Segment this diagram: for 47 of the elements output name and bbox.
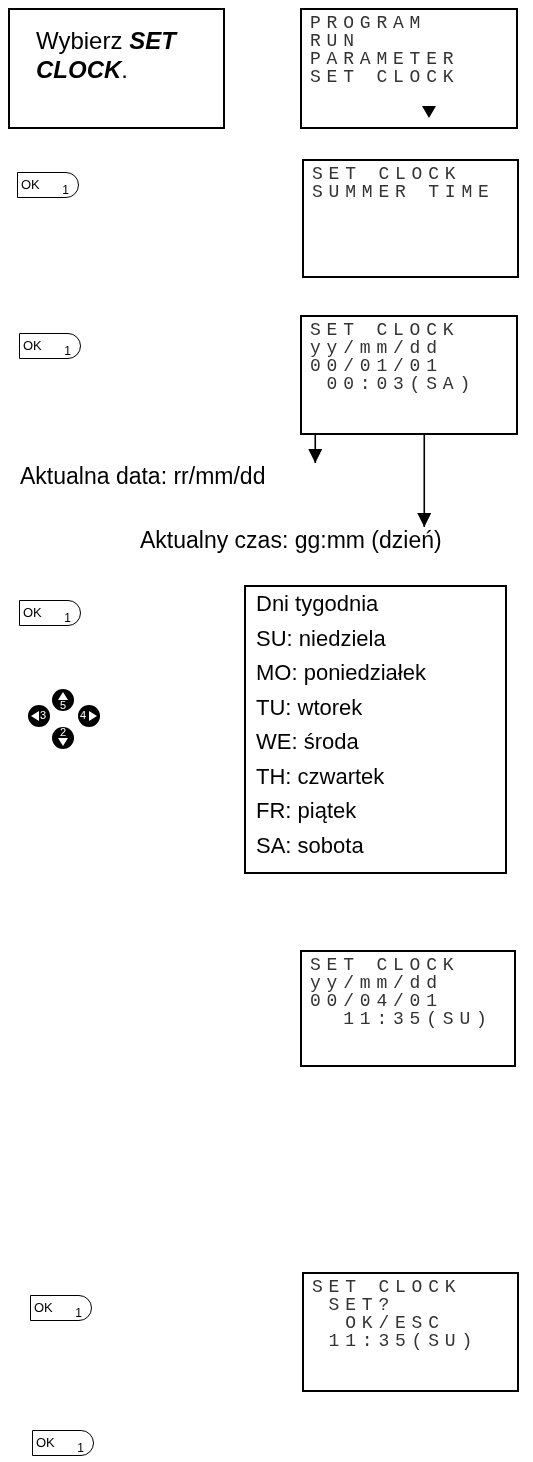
- list-item: SU: niedziela: [256, 624, 387, 653]
- display-text: 00:03(SA): [325, 375, 477, 393]
- arrow-key: 5: [52, 689, 74, 711]
- ok-key: OK 1: [19, 333, 81, 359]
- ok-key: OK 1: [32, 1430, 94, 1456]
- instruction-box: [8, 8, 225, 129]
- lcd-display: [300, 315, 518, 435]
- list-item: WE: środa: [256, 728, 360, 756]
- display-text: SET CLOCK: [312, 165, 463, 183]
- display-text: SET CLOCK: [310, 68, 461, 86]
- info-box: [244, 585, 507, 874]
- display-text: 00/01/01: [310, 357, 444, 375]
- arrow-key: 4: [78, 705, 100, 727]
- lcd-display: [300, 950, 516, 1067]
- list-item: FR: piątek: [256, 797, 358, 825]
- lcd-display: [300, 8, 518, 129]
- display-text: SET CLOCK: [312, 1278, 463, 1296]
- instruction-text: Wybierz SET CLOCK.: [35, 26, 179, 84]
- display-text: PARAMETER: [310, 50, 461, 68]
- arrow: [308, 434, 323, 464]
- display-text: SUMMER TIME: [312, 183, 496, 201]
- display-text: 11:35(SU): [327, 1332, 479, 1350]
- display-text: yy/mm/dd: [310, 339, 444, 357]
- ok-key: OK 1: [17, 172, 79, 198]
- lcd-display: [302, 159, 519, 278]
- arrow: [417, 434, 432, 528]
- list-item: SA: sobota: [256, 831, 365, 860]
- display-text: SET CLOCK: [310, 321, 461, 339]
- annotation-text: Aktualna data: rr/mm/dd: [20, 463, 266, 490]
- list-item: TU: wtorek: [256, 693, 364, 722]
- lcd-display: [302, 1272, 519, 1392]
- ok-key: OK 1: [19, 600, 81, 626]
- display-text: SET CLOCK: [310, 956, 461, 974]
- display-text: 00/04/01: [310, 992, 444, 1010]
- arrow-key: 3: [28, 705, 50, 727]
- display-text: OK/ESC: [344, 1314, 446, 1332]
- display-text: 11:35(SU): [342, 1010, 494, 1028]
- display-text: yy/mm/dd: [310, 974, 444, 992]
- ok-key: OK 1: [30, 1295, 92, 1321]
- display-text: SET?: [327, 1296, 396, 1314]
- display-text: PROGRAM: [310, 14, 428, 32]
- arrow-key: 2: [52, 727, 74, 749]
- list-item: TH: czwartek: [256, 762, 386, 791]
- list-item: MO: poniedziałek: [256, 659, 427, 687]
- info-heading: Dni tygodnia: [256, 590, 380, 618]
- annotation-text: Aktualny czas: gg:mm (dzień): [140, 527, 442, 554]
- display-text: RUN: [310, 32, 361, 50]
